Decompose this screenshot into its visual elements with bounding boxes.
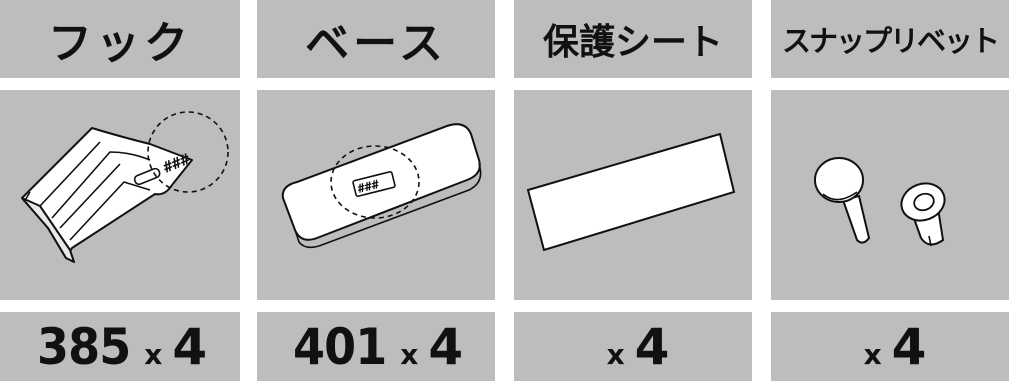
marking-callout-circle <box>330 145 420 219</box>
quantity: 385 x 4 <box>33 318 207 376</box>
part-illustration-cell: ### <box>257 90 495 300</box>
base-illustration: ### <box>281 123 482 249</box>
snap-rivet-illustration <box>814 157 946 247</box>
quantity: 401 x 4 <box>289 318 463 376</box>
times-sign: x <box>863 337 882 371</box>
times-sign: x <box>606 337 625 371</box>
times-sign: x <box>144 337 163 371</box>
rivet-sleeve <box>900 182 946 247</box>
part-quantity-cell: 401 x 4 <box>257 312 495 381</box>
part-title-cell: 保護シート <box>514 0 752 78</box>
part-quantity-cell: 385 x 4 <box>0 312 240 381</box>
rivet-pin <box>814 157 871 244</box>
part-column-base: ベース ### 401 x 4 <box>257 0 495 381</box>
part-name: ベース <box>305 18 447 69</box>
part-name: フック <box>48 18 192 69</box>
hook-body <box>21 127 193 259</box>
part-illustration-cell <box>514 90 752 300</box>
quantity-count: 4 <box>172 317 208 376</box>
quantity-count: 4 <box>428 317 464 376</box>
hook-slot <box>133 167 161 186</box>
part-illustration-cell: ### <box>0 90 240 300</box>
part-column-snap-rivet: スナップリベット x 4 <box>771 0 1009 381</box>
quantity: x 4 <box>597 318 670 376</box>
base-marking: ### <box>356 177 381 196</box>
protective-sheet-shape <box>526 132 736 252</box>
marking-callout-circle <box>147 111 229 193</box>
part-code: 401 <box>292 317 387 376</box>
part-name: 保護シート <box>542 22 723 63</box>
times-sign: x <box>400 337 419 371</box>
base-label-plate <box>352 171 396 197</box>
quantity-count: 4 <box>891 317 927 376</box>
part-title-cell: スナップリベット <box>771 0 1009 78</box>
part-title-cell: ベース <box>257 0 495 78</box>
part-illustration-cell <box>771 90 1009 300</box>
part-code: 385 <box>36 317 131 376</box>
protective-sheet-illustration <box>526 132 736 252</box>
hook-illustration: ### <box>21 111 229 263</box>
quantity-count: 4 <box>634 317 670 376</box>
part-name: スナップリベット <box>781 24 1000 58</box>
part-title-cell: フック <box>0 0 240 78</box>
quantity: x 4 <box>854 318 927 376</box>
part-column-hook: フック ### 385 x 4 <box>0 0 240 381</box>
part-quantity-cell: x 4 <box>514 312 752 381</box>
part-quantity-cell: x 4 <box>771 312 1009 381</box>
part-column-protective-sheet: 保護シート x 4 <box>514 0 752 381</box>
